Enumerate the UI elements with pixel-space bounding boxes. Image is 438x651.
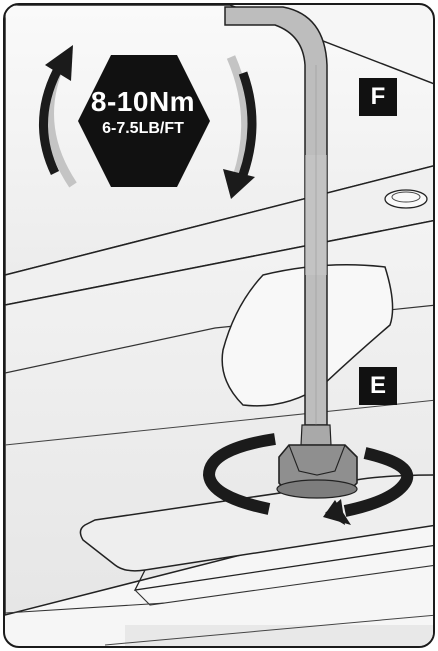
part-label-f: F <box>359 78 397 116</box>
torque-spec: 8-10Nm 6-7.5LB/FT <box>79 87 207 139</box>
torque-metric: 8-10Nm <box>79 87 207 117</box>
panel-hole <box>385 190 427 208</box>
torque-imperial: 6-7.5LB/FT <box>79 119 207 139</box>
part-label-e: E <box>359 367 397 405</box>
instruction-panel: 8-10Nm 6-7.5LB/FT F E <box>3 3 435 648</box>
